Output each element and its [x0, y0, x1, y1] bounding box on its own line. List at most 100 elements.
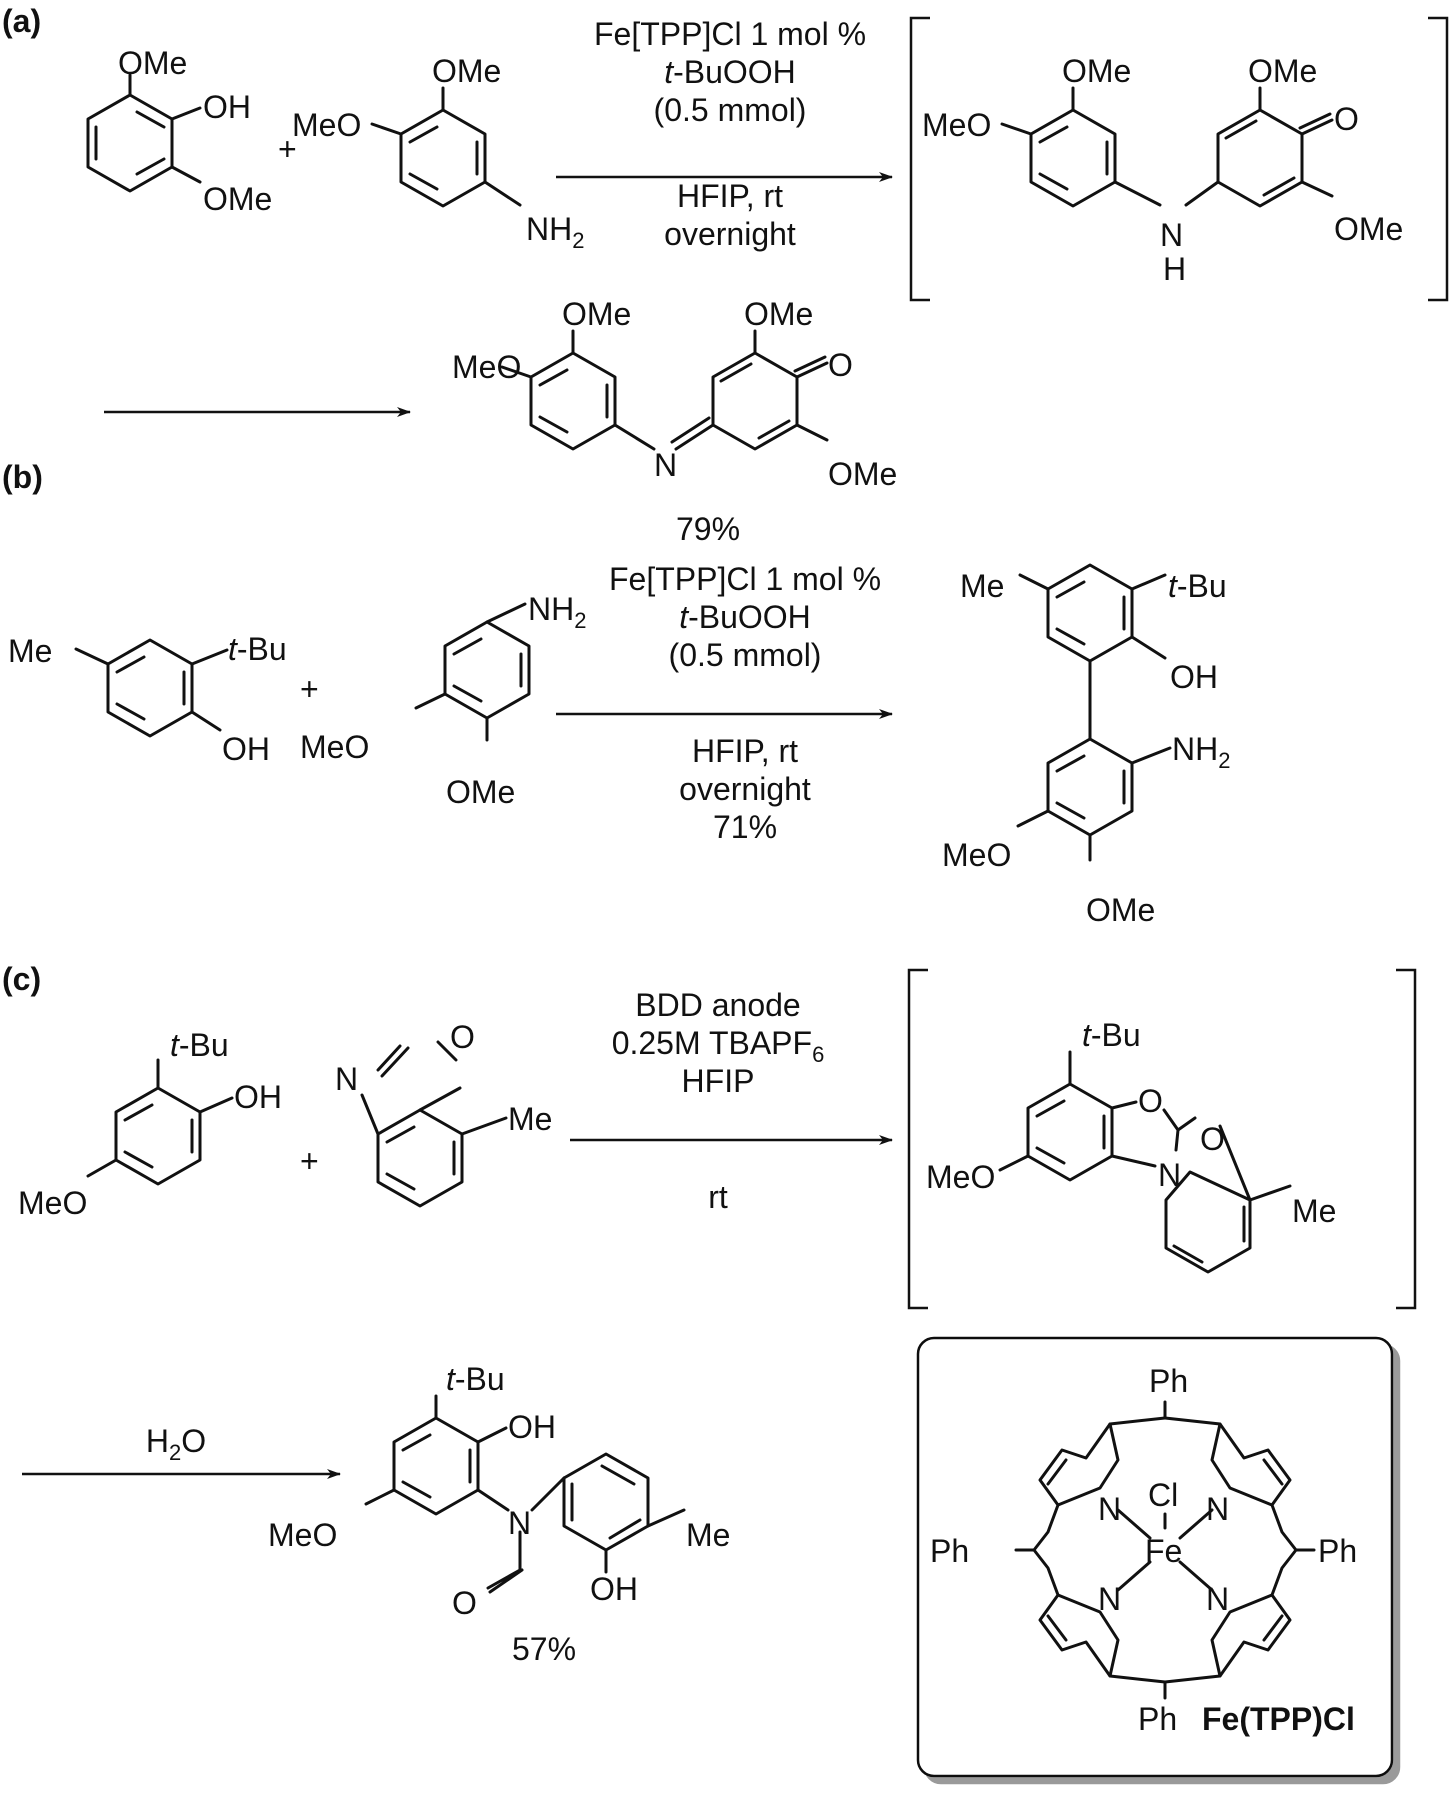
- section-b-label: (b): [2, 459, 43, 495]
- cat-ph-right: Ph: [1318, 1533, 1357, 1569]
- b-cond-oxidant: t-BuOOH: [679, 599, 811, 635]
- a-int-meo: MeO: [922, 107, 991, 143]
- cat-n2: N: [1206, 1491, 1229, 1527]
- cat-ph-bottom: Ph: [1138, 1701, 1177, 1737]
- cat-n4: N: [1206, 1581, 1229, 1617]
- c-cond-electrolyte: 0.25M TBAPF6: [612, 1025, 825, 1067]
- c-reactant2-molecule: N O Me: [335, 1019, 552, 1208]
- b-product: Me t-Bu OH NH2 MeO OMe: [942, 563, 1230, 928]
- b-reactant1-molecule: Me t-Bu OH: [8, 631, 287, 767]
- c-int-n: N: [1158, 1157, 1181, 1193]
- a-int-n: N: [1160, 217, 1183, 253]
- porphyrin-structure: [1014, 1400, 1316, 1700]
- a-prod-ome1: OMe: [562, 296, 631, 332]
- c-cond-temp: rt: [708, 1179, 728, 1215]
- b-plus: +: [300, 671, 319, 707]
- c-int-o2: O: [1200, 1121, 1225, 1157]
- section-c-label: (c): [2, 961, 41, 997]
- c-plus: +: [300, 1143, 319, 1179]
- cat-cl: Cl: [1148, 1477, 1178, 1513]
- a-yield: 79%: [676, 511, 740, 547]
- a-prod-ome3: OMe: [828, 456, 897, 492]
- c-int-me: Me: [1292, 1193, 1336, 1229]
- c-conditions: BDD anode 0.25M TBAPF6 HFIP rt: [612, 987, 825, 1215]
- b-r2-nh2: NH2: [528, 591, 586, 633]
- cat-n1: N: [1098, 1491, 1121, 1527]
- c-reactant1-molecule: t-Bu OH MeO: [18, 1027, 282, 1221]
- a-cond-catalyst: Fe[TPP]Cl 1 mol %: [594, 16, 866, 52]
- c-int-o1: O: [1138, 1083, 1163, 1119]
- a-cond-oxidant: t-BuOOH: [664, 54, 796, 90]
- c-product: t-Bu OH MeO N O Me OH 57%: [268, 1361, 730, 1667]
- cat-ph-top: Ph: [1149, 1363, 1188, 1399]
- c-int-meo: MeO: [926, 1159, 995, 1195]
- b-prod-nh2: NH2: [1172, 731, 1230, 773]
- b-prod-meo: MeO: [942, 837, 1011, 873]
- c-cond-solvent: HFIP: [682, 1063, 755, 1099]
- c-r2-n: N: [335, 1061, 358, 1097]
- a-product: OMe MeO OMe O N OMe 79%: [452, 296, 897, 547]
- c-r1-oh: OH: [234, 1079, 282, 1115]
- b-cond-time: overnight: [679, 771, 811, 807]
- a-cond-solvent: HFIP, rt: [677, 178, 783, 214]
- a-prod-meo: MeO: [452, 349, 521, 385]
- b-cond-solvent: HFIP, rt: [692, 733, 798, 769]
- catalyst-box-frame: [916, 1336, 1394, 1778]
- c-int-tbu: t-Bu: [1082, 1017, 1141, 1053]
- b-cond-catalyst: Fe[TPP]Cl 1 mol %: [609, 561, 881, 597]
- section-a: (a) OMe OH OMe + OMe MeO NH2 Fe[TPP]Cl 1…: [2, 3, 1449, 547]
- a-int-ome2: OMe: [1248, 53, 1317, 89]
- a-cond-amount: (0.5 mmol): [654, 92, 807, 128]
- a-prod-ome2: OMe: [744, 296, 813, 332]
- a-r1-oh: OH: [203, 89, 251, 125]
- c-r2-me: Me: [508, 1101, 552, 1137]
- b-cond-amount: (0.5 mmol): [669, 637, 822, 673]
- b-r2-ome: OMe: [446, 774, 515, 810]
- c-prod-n: N: [508, 1505, 531, 1541]
- b-cond-yield: 71%: [713, 809, 777, 845]
- b-r1-me: Me: [8, 633, 52, 669]
- a-reactant1-molecule: OMe OH OMe: [86, 45, 272, 217]
- a-reactant2-molecule: OMe MeO NH2: [292, 53, 584, 253]
- a-conditions: Fe[TPP]Cl 1 mol % t-BuOOH (0.5 mmol) HFI…: [594, 16, 866, 252]
- b-r1-tbu: t-Bu: [228, 631, 287, 667]
- a-prod-n: N: [654, 447, 677, 483]
- b-r2-meo: MeO: [300, 729, 369, 765]
- c-step2-reagent: H2O: [146, 1423, 206, 1465]
- a-plus: +: [278, 131, 297, 167]
- section-c: (c) t-Bu OH MeO + N O Me BDD anode 0.25M…: [2, 961, 1417, 1667]
- a-int-o: O: [1334, 101, 1359, 137]
- b-conditions: Fe[TPP]Cl 1 mol % t-BuOOH (0.5 mmol) HFI…: [609, 561, 881, 845]
- c-prod-oh1: OH: [508, 1409, 556, 1445]
- c-prod-meo: MeO: [268, 1517, 337, 1553]
- catalyst-box: Ph Ph Ph Ph N N N N Cl Fe Fe(TPP)Cl: [916, 1336, 1394, 1778]
- b-prod-me: Me: [960, 568, 1004, 604]
- c-prod-oh2: OH: [590, 1571, 638, 1607]
- cat-n3: N: [1098, 1581, 1121, 1617]
- b-reactant2-molecule: NH2 MeO OMe: [300, 591, 586, 810]
- b-prod-tbu: t-Bu: [1168, 568, 1227, 604]
- cat-fe: Fe: [1145, 1533, 1182, 1569]
- a-r2-nh2: NH2: [526, 211, 584, 253]
- c-prod-me: Me: [686, 1517, 730, 1553]
- cat-ph-left: Ph: [930, 1533, 969, 1569]
- b-prod-oh: OH: [1170, 659, 1218, 695]
- a-intermediate: OMe MeO OMe O OMe N H: [909, 16, 1449, 302]
- c-r1-tbu: t-Bu: [170, 1027, 229, 1063]
- a-int-ome3: OMe: [1334, 211, 1403, 247]
- c-cond-anode: BDD anode: [635, 987, 800, 1023]
- c-prod-o: O: [452, 1585, 477, 1621]
- c-r2-o: O: [450, 1019, 475, 1055]
- a-cond-time: overnight: [664, 216, 796, 252]
- section-a-label: (a): [2, 3, 41, 39]
- a-prod-o: O: [828, 347, 853, 383]
- a-r2-meo: MeO: [292, 107, 361, 143]
- a-r2-ome: OMe: [432, 53, 501, 89]
- b-r1-oh: OH: [222, 731, 270, 767]
- c-prod-tbu: t-Bu: [446, 1361, 505, 1397]
- section-b: (b) Me t-Bu OH + NH2 MeO OMe Fe[TPP]Cl 1…: [2, 459, 1230, 928]
- b-prod-ome: OMe: [1086, 892, 1155, 928]
- c-r1-meo: MeO: [18, 1185, 87, 1221]
- a-int-h: H: [1163, 251, 1186, 287]
- c-intermediate: t-Bu O O N MeO Me: [907, 968, 1417, 1310]
